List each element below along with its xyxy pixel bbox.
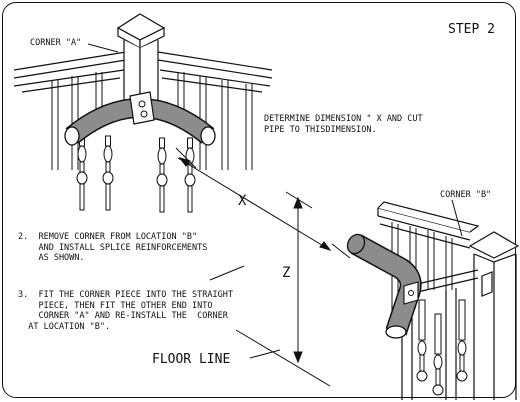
corner-a-balusters [76, 135, 196, 213]
dimension-z-label: Z [282, 265, 291, 281]
floor-line-marker [235, 329, 331, 387]
step-title: STEP 2 [448, 22, 495, 37]
corner-b-pipe [346, 233, 422, 339]
step3-leader [209, 265, 245, 281]
diagram-frame [2, 2, 516, 398]
corner-b-balusters [416, 299, 468, 396]
corner-a-label: CORNER "A" [30, 38, 82, 48]
floor-line-label: FLOOR LINE [152, 352, 231, 367]
dimension-x-label: X [238, 193, 247, 209]
step3-instruction: 3. FIT THE CORNER PIECE INTO THE STRAIGH… [18, 290, 233, 332]
corner-b-label: CORNER "B" [440, 190, 492, 200]
corner-a-leader [87, 43, 119, 53]
determine-instruction: DETERMINE DIMENSION " X AND CUT PIPE TO … [264, 114, 423, 135]
corner-a-pipe [64, 91, 216, 146]
corner-b-leader [451, 199, 463, 237]
corner-a-assembly [13, 13, 273, 170]
dimension-z [285, 191, 313, 364]
step2-instruction: 2. REMOVE CORNER FROM LOCATION "B" AND I… [18, 232, 208, 264]
dimension-x [175, 147, 351, 259]
